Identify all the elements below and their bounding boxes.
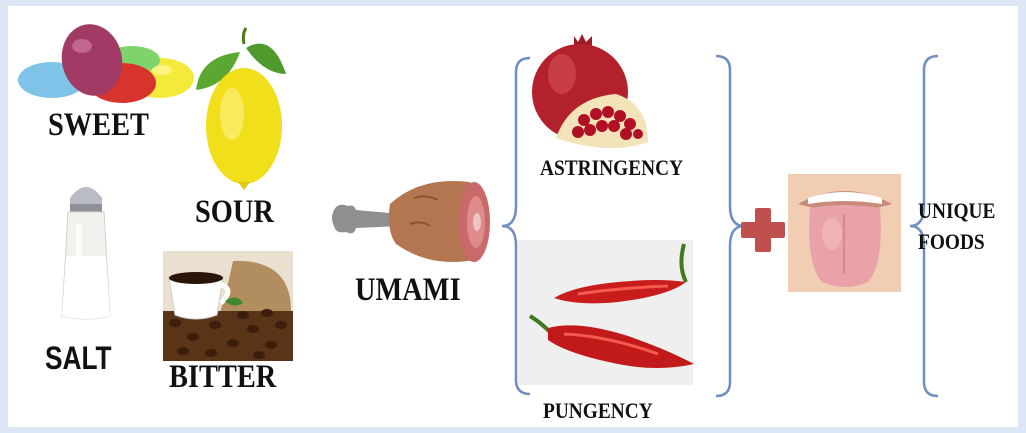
- open-bracket-2: [904, 54, 944, 399]
- salt-shaker-icon: [56, 176, 116, 321]
- plus-icon: [741, 208, 785, 252]
- unique-foods-label-line1: UNIQUE: [918, 200, 995, 222]
- coffee-icon: [163, 251, 293, 361]
- sour-label: SOUR: [195, 196, 274, 229]
- red-pepper-icon: [518, 240, 693, 385]
- bitter-label: BITTER: [169, 361, 276, 394]
- pomegranate-icon: [520, 34, 650, 159]
- tongue-icon: [788, 174, 901, 292]
- pungency-label: PUNGENCY: [543, 400, 653, 422]
- sweet-label: SWEET: [48, 109, 149, 142]
- taste-diagram: SWEET SOUR SALT: [8, 6, 1018, 427]
- umami-label: UMAMI: [355, 274, 461, 307]
- jelly-beans-icon: [12, 18, 197, 103]
- unique-foods-label-line2: FOODS: [918, 231, 985, 253]
- meat-leg-icon: [330, 174, 492, 269]
- salt-label: SALT: [45, 342, 112, 374]
- astringency-label: ASTRINGENCY: [540, 157, 683, 179]
- lemon-icon: [194, 26, 286, 191]
